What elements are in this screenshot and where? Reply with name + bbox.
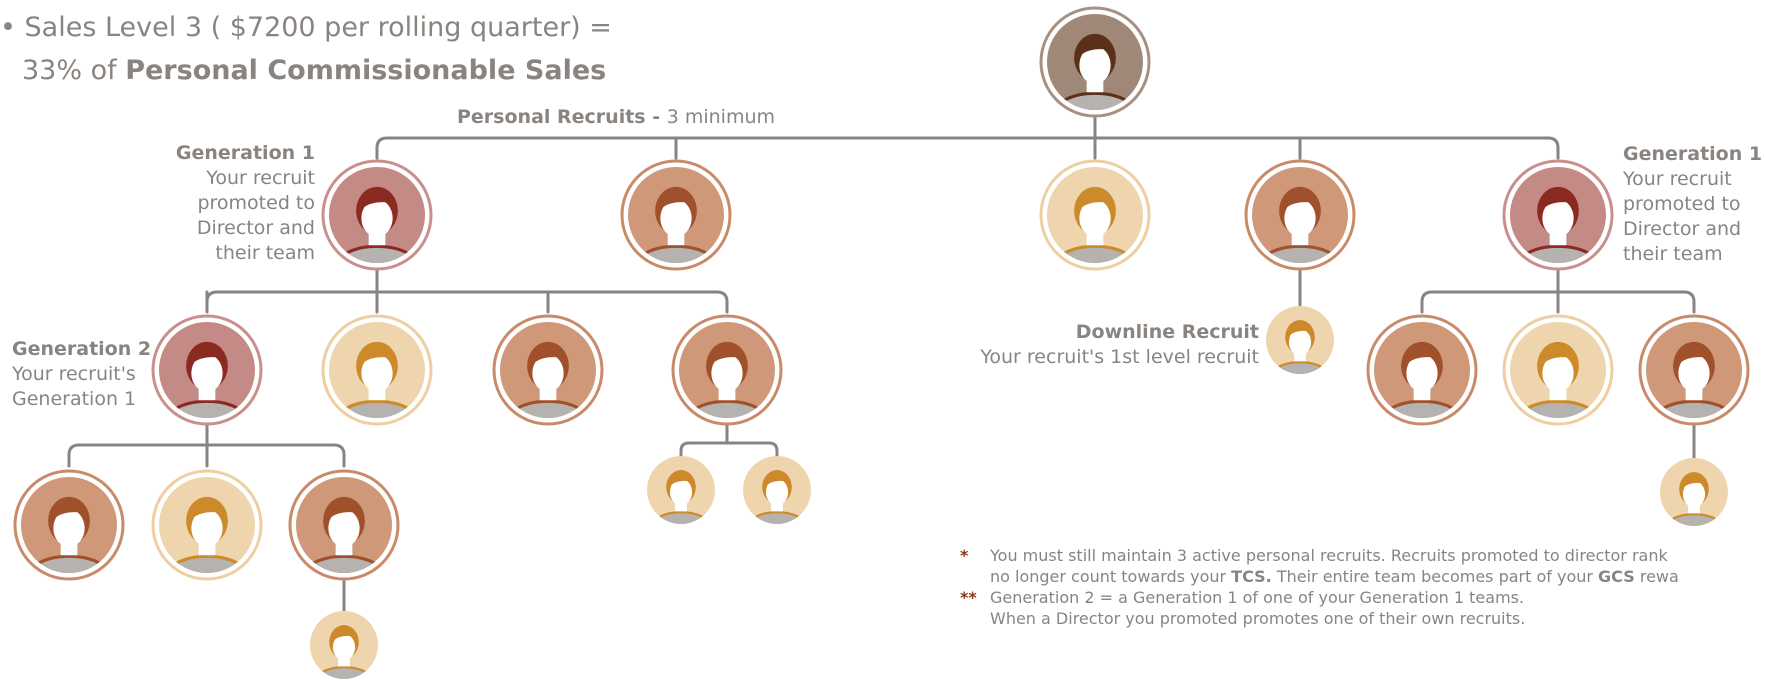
- avatar-gen2-team-1: [13, 469, 125, 581]
- connector-top: [375, 116, 1560, 160]
- avatar-team-4: [671, 314, 783, 426]
- avatar-gen2-team-2: [151, 469, 263, 581]
- avatar-gen1-left: [321, 159, 433, 271]
- avatar-gen2-child: [310, 611, 378, 679]
- avatar-right-team-2: [1502, 314, 1614, 426]
- avatar-gen2-team-3: [288, 469, 400, 581]
- gen1-left-title: Generation 1: [175, 142, 315, 164]
- avatar-team-3: [492, 314, 604, 426]
- gen2-title: Generation 2: [12, 338, 152, 360]
- bullet: •: [0, 12, 16, 43]
- avatar-downline: [1266, 306, 1334, 374]
- gen1-right-title: Generation 1: [1623, 143, 1763, 165]
- avatar-right-child: [1660, 458, 1728, 526]
- avatar-right-team-3: [1638, 314, 1750, 426]
- gen2-label: Generation 2 Your recruit's Generation 1: [12, 338, 152, 410]
- avatar-recruit-2: [620, 159, 732, 271]
- commission-basis: Personal Commissionable Sales: [125, 55, 607, 86]
- commission-percent: 33% of: [22, 55, 126, 86]
- avatar-small-1: [647, 456, 715, 524]
- avatar-team-2: [321, 314, 433, 426]
- footnote-1: * You must still maintain 3 active perso…: [960, 546, 1679, 586]
- sales-level-line1: Sales Level 3 ( $7200 per rolling quarte…: [24, 12, 612, 43]
- personal-recruits-label: Personal Recruits - 3 minimum: [457, 106, 776, 128]
- gen1-left-label: Generation 1 Your recruit promoted to Di…: [175, 142, 315, 264]
- sales-level-heading: • Sales Level 3 ( $7200 per rolling quar…: [0, 6, 612, 92]
- downline-label: Downline Recruit Your recruit's 1st leve…: [980, 320, 1259, 370]
- connector-gen1-left: [205, 248, 729, 314]
- avatar-recruit-4: [1244, 159, 1356, 271]
- footnote-2: ** Generation 2 = a Generation 1 of one …: [960, 588, 1526, 628]
- avatar-gen2: [151, 314, 263, 426]
- avatar-gen1-right: [1502, 159, 1614, 271]
- avatar-you: [1039, 6, 1151, 118]
- downline-title: Downline Recruit: [1075, 321, 1259, 343]
- avatar-recruit-3: [1039, 159, 1151, 271]
- avatar-right-team-1: [1366, 314, 1478, 426]
- footnotes: * You must still maintain 3 active perso…: [960, 545, 1679, 629]
- gen1-right-label: Generation 1 Your recruit promoted to Di…: [1623, 143, 1763, 265]
- avatar-small-2: [743, 456, 811, 524]
- downline-subtitle: Your recruit's 1st level recruit: [980, 346, 1259, 368]
